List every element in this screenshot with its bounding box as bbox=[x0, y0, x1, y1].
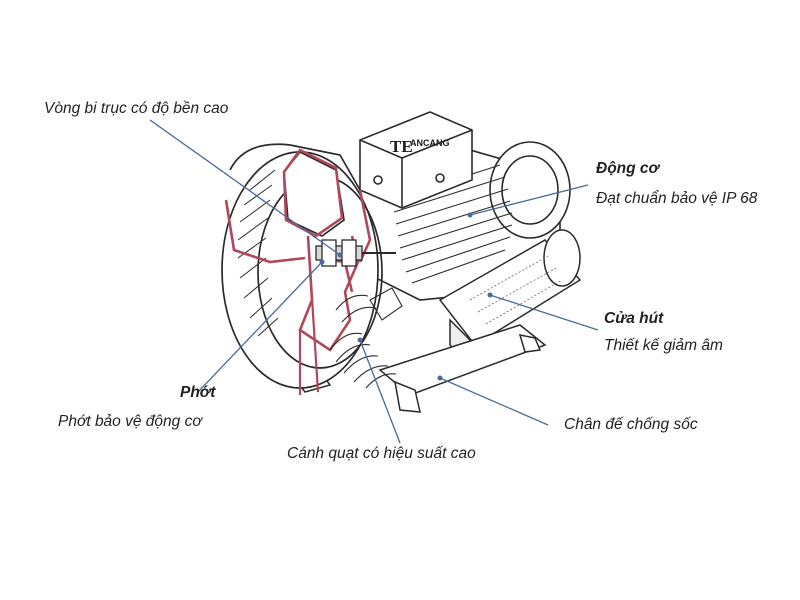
callout-seal-desc: Phớt bảo vệ động cơ bbox=[58, 413, 202, 430]
leader-dots bbox=[319, 212, 493, 381]
leader-motor bbox=[469, 184, 589, 216]
callout-intake-title: Cửa hút bbox=[604, 310, 664, 327]
brand-mark: TE bbox=[390, 137, 413, 156]
intake-silencer bbox=[438, 229, 582, 367]
leader-lines bbox=[149, 119, 599, 444]
impeller-blades bbox=[329, 287, 403, 389]
cutaway-section bbox=[224, 148, 372, 395]
leader-seal bbox=[197, 261, 323, 393]
callout-motor-desc: Đạt chuẩn bảo vệ IP 68 bbox=[596, 190, 758, 207]
blower-housing bbox=[221, 143, 383, 389]
callout-bearing: Vòng bi trục có độ bền cao bbox=[44, 100, 229, 117]
callout-motor-title: Động cơ bbox=[596, 160, 659, 177]
leader-base bbox=[439, 377, 549, 426]
housing-ribs bbox=[237, 169, 279, 337]
callout-seal-title: Phớt bbox=[180, 384, 216, 401]
callout-base: Chân đế chống sốc bbox=[564, 416, 698, 433]
callout-impeller: Cánh quạt có hiệu suất cao bbox=[287, 445, 476, 462]
leader-intake bbox=[489, 294, 599, 331]
leader-impeller bbox=[359, 339, 401, 444]
silencer-mesh bbox=[469, 255, 563, 325]
brand-text: ANCANG bbox=[410, 138, 450, 148]
callout-intake-desc: Thiết kế giảm âm bbox=[604, 337, 723, 354]
leader-bearing bbox=[149, 119, 341, 256]
motor-fins bbox=[391, 164, 513, 284]
